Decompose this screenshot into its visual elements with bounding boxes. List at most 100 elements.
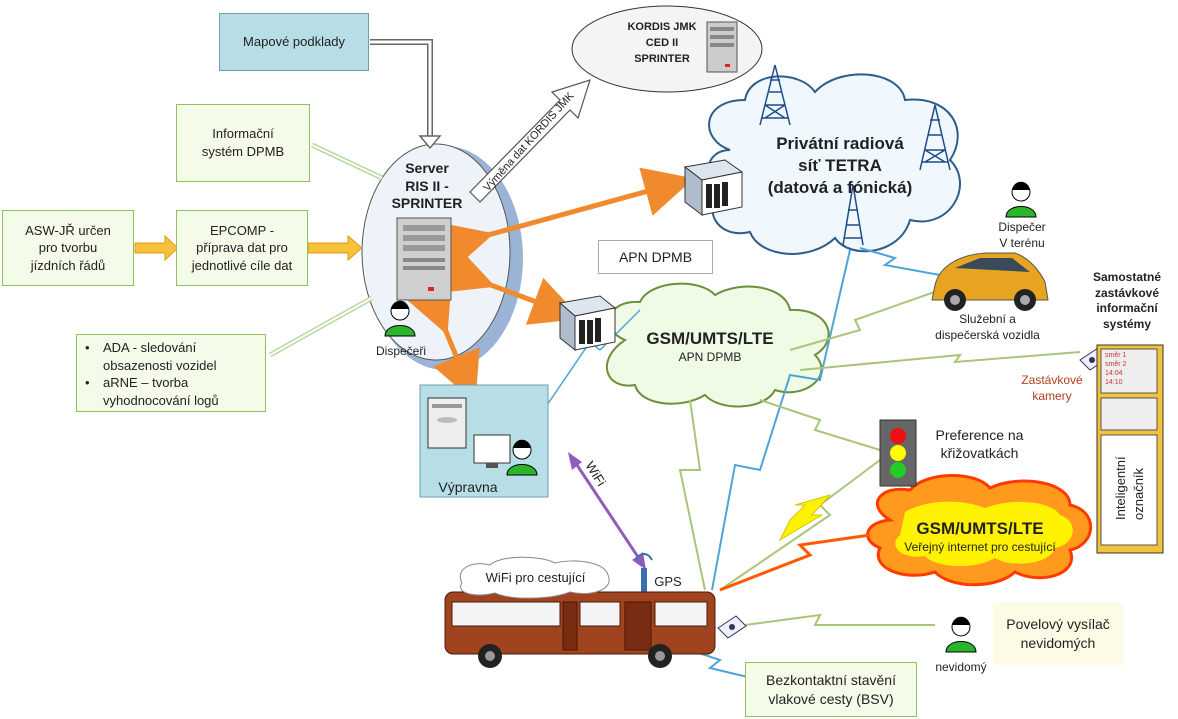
stop-cameras-line2: kamery xyxy=(1032,388,1072,403)
asw-box: ASW-JŘ určen pro tvorbu jízdních řádů xyxy=(2,210,134,286)
tetra-line1: Privátní radiová xyxy=(776,134,904,153)
link-tetra-bus xyxy=(711,249,851,591)
tetra-tower-icon xyxy=(759,64,951,246)
gsm-apn-title: GSM/UMTS/LTE xyxy=(646,329,774,348)
info-system-box: Informační systém DPMB xyxy=(176,104,310,182)
arne-line2: vyhodnocování logů xyxy=(103,392,219,408)
link-bus-blind xyxy=(744,613,935,626)
gsm-public-subtitle: Veřejný internet pro cestující xyxy=(904,540,1056,555)
ada-line1: ADA - sledování xyxy=(103,340,197,355)
apn-box: APN DPMB xyxy=(598,240,713,274)
stop-systems-line3: informační xyxy=(1096,301,1158,316)
vehicles-line1: Služební a xyxy=(959,312,1016,326)
kordis-server-icon xyxy=(706,21,738,73)
smart-sign-label-1: Inteligentní xyxy=(1113,456,1128,520)
gsm-apn-cloud xyxy=(605,282,830,408)
stop-cameras-line1: Zastávkové xyxy=(1021,373,1083,387)
lightning-yellow xyxy=(778,494,832,542)
arrow-wifi xyxy=(573,461,642,561)
preference-label: Preference na křižovatkách xyxy=(922,426,1037,462)
arrow-server-vypravna xyxy=(405,279,480,404)
gps-label: GPS xyxy=(654,574,682,589)
link-traffic-bus xyxy=(719,459,881,591)
ada-arne-box: • ADA - sledování obsazenosti vozidel • … xyxy=(76,334,266,412)
blind-label: nevidomý xyxy=(935,660,987,674)
povel-box: Povelový vysílač nevidomých xyxy=(993,603,1123,665)
preference-line2: křižovatkách xyxy=(940,445,1019,462)
server-title: Server RIS II - SPRINTER xyxy=(382,160,472,213)
server-tower-icon xyxy=(396,217,452,301)
tetra-title: Privátní radiová síť TETRA (datová a fón… xyxy=(745,133,935,199)
preference-line1: Preference na xyxy=(935,427,1024,443)
gsm-gateway-icon xyxy=(558,295,617,352)
traffic-light-icon xyxy=(879,419,917,487)
stop-systems-label: Samostatné zastávkové informační systémy xyxy=(1078,270,1176,332)
mapove-podklady-box: Mapové podklady xyxy=(219,13,369,71)
link-bus-bsv xyxy=(689,649,761,681)
server-line2: RIS II - xyxy=(405,177,449,194)
svg-text:směr 2: směr 2 xyxy=(1105,361,1127,368)
asw-line1: ASW-JŘ určen xyxy=(25,222,111,238)
info-system-line2: systém DPMB xyxy=(201,144,285,159)
gsm-public-text: GSM/UMTS/LTE Veřejný internet pro cestuj… xyxy=(880,518,1080,556)
workstation-icon xyxy=(427,397,511,468)
person-icon-field xyxy=(1005,181,1037,218)
arrow-asw-epcomp xyxy=(134,234,179,262)
link-gsm-traffic xyxy=(759,399,881,451)
bsv-line2: vlakové cesty (BSV) xyxy=(768,690,894,707)
epcomp-line2: příprava dat pro xyxy=(196,240,288,256)
asw-line3: jízdních řádů xyxy=(30,257,106,273)
link-public-bus xyxy=(719,533,871,592)
bullet-1: • xyxy=(85,340,90,355)
kordis-line2: CED II xyxy=(645,36,679,49)
kordis-line3: SPRINTER xyxy=(634,52,690,65)
person-icon-vypravna xyxy=(506,439,538,476)
bsv-box: Bezkontaktní stavění vlakové cesty (BSV) xyxy=(745,662,917,717)
apn-label: APN DPMB xyxy=(618,248,693,265)
kordis-line1: KORDIS JMK xyxy=(627,21,697,33)
link-gsm-bus xyxy=(678,399,706,591)
tetra-line3: (datová a fónická) xyxy=(767,178,913,198)
wifi-label: WiFi xyxy=(582,459,609,489)
gps-antenna-icon xyxy=(635,553,653,596)
dispecer-field-label: Dispečer V terénu xyxy=(988,220,1056,251)
vehicles-label: Služební a dispečerská vozidla xyxy=(920,312,1055,343)
ada-line2: obsazenosti vozidel xyxy=(103,357,217,373)
person-icon-blind xyxy=(945,616,977,653)
gsm-apn-text: GSM/UMTS/LTE APN DPMB xyxy=(630,328,790,366)
stop-systems-line4: systémy xyxy=(1102,316,1152,331)
server-line1: Server xyxy=(405,160,449,176)
asw-line2: pro tvorbu xyxy=(38,240,98,256)
povel-line2: nevidomých xyxy=(1020,635,1096,651)
bus-device-icon xyxy=(717,615,747,639)
link-gsm-camera xyxy=(799,351,1081,371)
wifi-passengers-label: WiFi pro cestující xyxy=(485,570,586,585)
stop-systems-line1: Samostatné xyxy=(1092,270,1162,284)
tetra-line2: síť TETRA xyxy=(798,156,882,176)
gsm-public-title: GSM/UMTS/LTE xyxy=(916,519,1044,538)
stop-cameras-label: Zastávkové kamery xyxy=(1012,373,1092,404)
gsm-apn-subtitle: APN DPMB xyxy=(678,350,742,365)
info-system-line1: Informační xyxy=(212,126,274,142)
arrow-mapove-server xyxy=(370,39,433,140)
vehicles-line2: dispečerská vozidla xyxy=(935,327,1040,342)
arrow-server-gsm xyxy=(439,245,582,325)
epcomp-line1: EPCOMP - xyxy=(209,222,275,238)
epcomp-line3: jednotlivé cíle dat xyxy=(191,257,293,273)
arne-line1: aRNE – tvorba xyxy=(103,375,189,391)
tetra-gateway-icon xyxy=(683,159,744,217)
bullet-2: • xyxy=(85,375,90,391)
server-line3: SPRINTER xyxy=(391,195,463,211)
smart-sign-label-2: označník xyxy=(1131,467,1146,520)
tetra-cloud xyxy=(707,73,961,255)
arrow-mapove-server-inner xyxy=(370,40,432,138)
arrow-epcomp-server xyxy=(307,234,363,262)
svg-text:14:10: 14:10 xyxy=(1105,379,1123,386)
epcomp-box: EPCOMP - příprava dat pro jednotlivé cíl… xyxy=(176,210,308,286)
bsv-line1: Bezkontaktní stavění xyxy=(766,671,896,688)
link-tetra-car xyxy=(859,247,941,276)
car-icon xyxy=(931,252,1049,311)
dispecer-field-line2: V terénu xyxy=(999,235,1045,250)
bus-icon xyxy=(444,591,716,668)
